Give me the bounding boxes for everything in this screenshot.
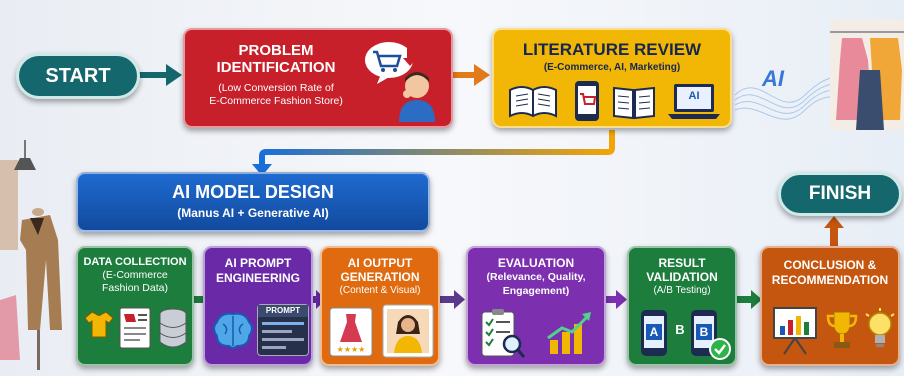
- database-icon: [159, 308, 187, 348]
- problem-sub-line2: E-Commerce Fashion Store): [209, 95, 343, 107]
- data-collection-line3: Fashion Data): [102, 282, 168, 294]
- output-generation-box: AI OUTPUT GENERATION (Content & Visual) …: [320, 246, 440, 366]
- start-label: START: [45, 65, 111, 87]
- conclusion-line2: RECOMMENDATION: [771, 273, 889, 287]
- output-line1: AI OUTPUT: [347, 256, 413, 270]
- lightbulb-icon: [865, 308, 895, 347]
- output-line3: (Content & Visual): [339, 285, 421, 296]
- mobile-cart-icon: [575, 81, 599, 121]
- data-collection-line1: DATA COLLECTION: [83, 256, 187, 268]
- model-title: AI MODEL DESIGN: [172, 182, 334, 202]
- product-sheet-icon: [119, 307, 151, 349]
- prompt-line1: AI PROMPT: [224, 256, 292, 270]
- evaluation-line2: (Relevance, Quality,: [486, 271, 586, 283]
- conclusion-box: CONCLUSION & RECOMMENDATION: [760, 246, 900, 366]
- data-collection-line2: (E-Commerce: [102, 269, 168, 281]
- variant-a-label: A: [646, 324, 662, 340]
- clothes-rack-icon: [830, 20, 904, 130]
- prompt-panel: PROMPT: [257, 304, 309, 356]
- literature-sub: (E-Commerce, AI, Marketing): [543, 62, 681, 73]
- laptop-ai-label: AI: [688, 90, 700, 102]
- tshirt-icon: [84, 311, 114, 338]
- problem-title-line2: IDENTIFICATION: [216, 59, 336, 76]
- checkmark-icon: [709, 338, 731, 360]
- start-node: START: [16, 53, 140, 99]
- result-validation-box: RESULT VALIDATION (A/B Testing) A B B: [627, 246, 737, 366]
- variant-b-label-mid: B: [675, 322, 685, 337]
- validation-line1: RESULT: [658, 256, 706, 270]
- literature-title: LITERATURE REVIEW: [522, 40, 702, 59]
- brain-icon: [213, 312, 253, 349]
- prompt-line2: ENGINEERING: [215, 271, 300, 285]
- presentation-board-icon: [773, 307, 817, 355]
- laptop-ai-icon: [668, 84, 720, 119]
- finish-node: FINISH: [778, 172, 902, 216]
- svg-text:★★★★: ★★★★: [337, 345, 366, 354]
- validation-line3: (A/B Testing): [653, 285, 711, 296]
- phone-a: A: [641, 310, 667, 356]
- conclusion-line1: CONCLUSION &: [783, 258, 877, 272]
- finish-label: FINISH: [808, 183, 872, 204]
- checklist-magnifier-icon: [481, 309, 526, 358]
- growth-chart-icon: [547, 312, 591, 354]
- prompt-engineering-box: AI PROMPT ENGINEERING PROMPT: [203, 246, 313, 366]
- variant-b-label: B: [696, 324, 712, 340]
- evaluation-box: EVALUATION (Relevance, Quality, Engageme…: [466, 246, 606, 366]
- problem-sub-line1: (Low Conversion Rate of: [218, 82, 334, 94]
- problem-identification-box: PROBLEM IDENTIFICATION (Low Conversion R…: [183, 28, 453, 128]
- trophy-icon: [826, 311, 858, 348]
- lamp-icon: [14, 140, 36, 170]
- validation-line2: VALIDATION: [646, 270, 718, 284]
- prompt-tag: PROMPT: [258, 305, 308, 317]
- model-photo-icon: [382, 304, 434, 358]
- ai-model-design-box: AI MODEL DESIGN (Manus AI + Generative A…: [76, 172, 430, 232]
- open-book-icon: [509, 86, 557, 118]
- data-collection-box: DATA COLLECTION (E-Commerce Fashion Data…: [76, 246, 194, 366]
- book-pages-icon: [613, 86, 655, 120]
- evaluation-line3: Engagement): [502, 285, 570, 297]
- problem-title-line1: PROBLEM: [238, 42, 314, 59]
- confused-shopper-icon: [365, 42, 435, 122]
- literature-review-box: LITERATURE REVIEW (E-Commerce, AI, Marke…: [492, 28, 732, 128]
- ai-floating-label: AI: [762, 66, 784, 91]
- mannequin-icon: [0, 160, 62, 370]
- evaluation-line1: EVALUATION: [497, 256, 575, 270]
- dress-card-icon: ★★★★: [329, 307, 373, 357]
- output-line2: GENERATION: [340, 270, 420, 284]
- model-sub: (Manus AI + Generative AI): [177, 206, 329, 220]
